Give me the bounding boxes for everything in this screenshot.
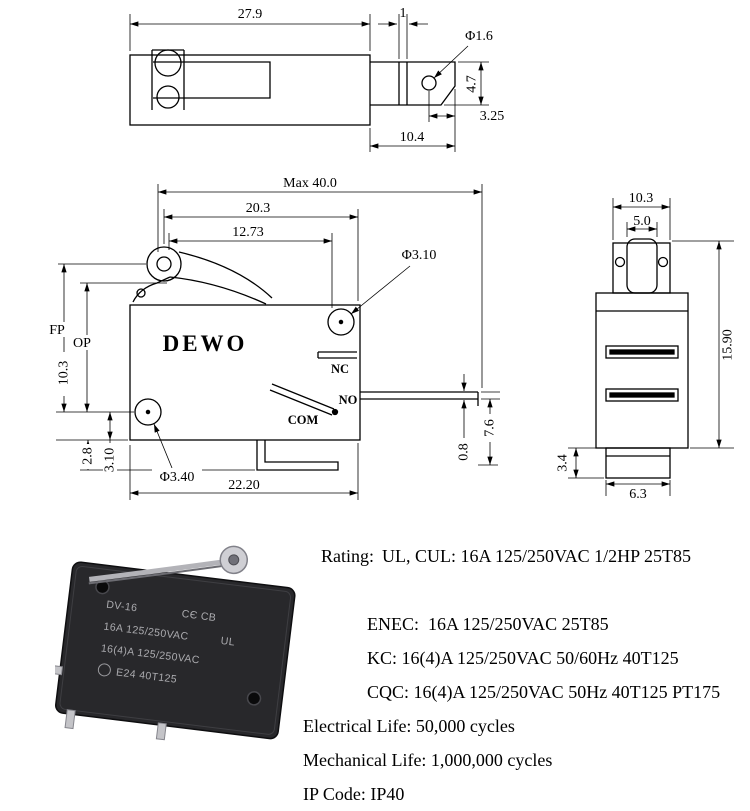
dim-step: 1 bbox=[400, 6, 407, 21]
lever-bottom-edge bbox=[169, 276, 267, 305]
marking-certs: CЄ CB bbox=[181, 608, 217, 624]
micro-switch-photo: DV-16 CЄ CB 16A 125/250VAC UL 16(4)A 125… bbox=[55, 545, 296, 741]
side-view-pin-left bbox=[614, 256, 626, 268]
rating-value: UL, CUL: 16A 125/250VAC 1/2HP 25T85 bbox=[382, 546, 692, 566]
terminal-slot-1-blade bbox=[609, 349, 675, 355]
top-view-body bbox=[129, 54, 371, 126]
terminal-slot-1 bbox=[605, 345, 679, 359]
top-view: 27.9 1 Φ1.6 4.7 3.25 10.4 bbox=[129, 6, 505, 152]
dim-body-length: 27.9 bbox=[238, 7, 263, 22]
top-view-dimensions bbox=[129, 14, 489, 152]
marking-model: DV-16 bbox=[106, 599, 138, 615]
dim-plunger-length: 10.4 bbox=[400, 130, 425, 145]
side-view-body bbox=[595, 292, 689, 449]
side-view-pin-right bbox=[657, 256, 669, 268]
product-photo: DV-16 CЄ CB 16A 125/250VAC UL 16(4)A 125… bbox=[55, 545, 296, 741]
spec-ip-code: IP Code: IP40 bbox=[303, 784, 405, 804]
spec-mechanical-life: Mechanical Life: 1,000,000 cycles bbox=[303, 750, 553, 770]
brand-logo: DEWO bbox=[163, 331, 248, 356]
side-view-bracket bbox=[612, 242, 671, 294]
switch-body-outline bbox=[129, 304, 361, 441]
terminal-pin-bottom-left bbox=[64, 709, 76, 730]
front-view-dimensions bbox=[56, 184, 500, 500]
side-view: 10.3 5.0 15.90 3.4 6.3 bbox=[556, 191, 736, 502]
dim-backer bbox=[103, 443, 117, 479]
dim-hole-spacing: 22.20 bbox=[228, 478, 260, 493]
dim-side-top-width: 10.3 bbox=[629, 191, 654, 206]
top-mounting-hole-center bbox=[338, 319, 344, 325]
dim-side-base-height: 3.4 bbox=[556, 454, 571, 472]
bottom-terminal bbox=[256, 440, 339, 471]
dim-plunger-hole-dia: Φ1.6 bbox=[465, 29, 493, 44]
dim-max-length: Max 40.0 bbox=[283, 176, 337, 191]
dim-plunger-height: 4.7 bbox=[465, 75, 480, 93]
terminal-label-no: NO bbox=[339, 393, 358, 407]
top-view-plunger bbox=[370, 61, 456, 106]
side-view-roller bbox=[626, 238, 658, 294]
dim-roller-offset: 12.73 bbox=[232, 225, 264, 240]
fp-label-backer bbox=[46, 322, 68, 337]
roller-lever-shadow bbox=[88, 564, 225, 585]
dim-side-roller-width: 5.0 bbox=[633, 214, 651, 229]
dim-terminal-offset: 7.6 bbox=[483, 419, 498, 437]
label-free-position: FP bbox=[49, 323, 65, 338]
dim-terminal-drop: 2.8 bbox=[81, 447, 96, 465]
spec-rating: Rating: UL, CUL: 16A 125/250VAC 1/2HP 25T… bbox=[303, 505, 750, 607]
dim-top-hole-dia: Φ3.10 bbox=[402, 248, 437, 263]
mounting-hole-photo-2 bbox=[246, 691, 262, 706]
dim-terminal-thickness: 0.8 bbox=[457, 443, 472, 461]
dim-side-base-width: 6.3 bbox=[629, 487, 647, 502]
side-view-outline bbox=[595, 238, 689, 479]
terminal-label-nc: NC bbox=[331, 362, 349, 376]
dim-hole-to-end: 3.25 bbox=[480, 109, 505, 124]
top-view-roller-pin bbox=[156, 85, 180, 109]
bottom-mounting-hole-center bbox=[145, 409, 151, 415]
terminal-pin-bottom-center bbox=[155, 722, 167, 741]
terminal-pin-left bbox=[55, 663, 64, 676]
terminal-label-com: COM bbox=[288, 413, 319, 427]
dim-backer bbox=[152, 468, 202, 484]
side-view-base bbox=[605, 447, 671, 479]
technical-drawing: 27.9 1 Φ1.6 4.7 3.25 10.4 bbox=[46, 6, 736, 502]
spec-cqc: CQC: 16(4)A 125/250VAC 50Hz 40T125 PT175 bbox=[367, 682, 721, 702]
switch-body-bevel bbox=[59, 565, 292, 735]
bottom-mounting-hole bbox=[134, 398, 162, 426]
front-view: DEWO Max 40.0 20.3 12.73 Φ3.10 FP OP 10.… bbox=[46, 176, 500, 500]
dim-bottom-hole-dia: Φ3.40 bbox=[160, 470, 195, 485]
spec-kc: KC: 16(4)A 125/250VAC 50/60Hz 40T125 bbox=[367, 648, 679, 668]
marking-ul-logo: UL bbox=[220, 635, 236, 649]
roller-lever-photo bbox=[88, 559, 225, 582]
roller-pin-photo bbox=[228, 554, 240, 566]
dim-side-body-height: 15.90 bbox=[721, 329, 736, 361]
dim-backer bbox=[81, 444, 95, 469]
terminal-slot-2-blade bbox=[609, 392, 675, 398]
lever-top-edge bbox=[178, 251, 273, 299]
dim-backer bbox=[482, 414, 497, 442]
dim-left-height: 10.3 bbox=[57, 361, 72, 386]
contact-point bbox=[331, 408, 339, 416]
circle-e-logo bbox=[97, 663, 111, 677]
spec-electrical-life: Electrical Life: 50,000 cycles bbox=[303, 716, 515, 736]
top-view-inner-step bbox=[153, 61, 271, 99]
top-view-outline bbox=[129, 49, 456, 126]
side-view-dimensions bbox=[568, 198, 734, 496]
top-view-plunger-hole bbox=[421, 75, 437, 91]
front-view-outline bbox=[129, 246, 479, 471]
dim-backer bbox=[56, 352, 72, 396]
label-operating-position: OP bbox=[73, 336, 91, 351]
top-view-roller bbox=[154, 49, 182, 77]
hinge-curl bbox=[136, 288, 146, 298]
contact-blade bbox=[271, 383, 335, 410]
spec-enec: ENEC: 16A 125/250VAC 25T85 bbox=[367, 614, 609, 634]
roller-outline bbox=[146, 246, 182, 282]
dim-hole-to-bottom: 3.10 bbox=[103, 448, 118, 473]
top-mounting-hole bbox=[327, 308, 355, 336]
specifications: Rating: UL, CUL: 16A 125/250VAC 1/2HP 25T… bbox=[303, 505, 750, 811]
dim-lever-length: 20.3 bbox=[246, 201, 271, 216]
roller-pin-outline bbox=[156, 256, 172, 272]
rating-label: Rating: bbox=[321, 546, 374, 566]
op-label-backer bbox=[70, 335, 94, 350]
terminal-slot-2 bbox=[605, 388, 679, 402]
